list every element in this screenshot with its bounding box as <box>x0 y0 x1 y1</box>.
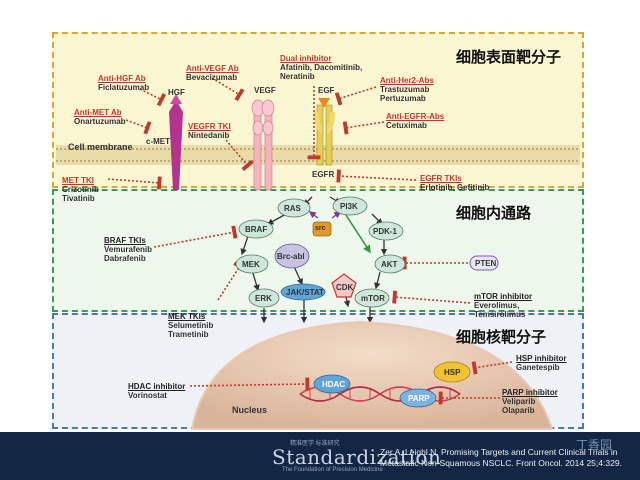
dual-inhibitor-label: Dual inhibitor Afatinib, Dacomitinib, Ne… <box>280 54 363 81</box>
pathway-section-title: 细胞内通路 <box>456 204 532 222</box>
node-ras-shape <box>277 198 311 218</box>
anti-met-label: Anti-MET Ab Onartuzumab <box>74 108 126 126</box>
hgf-label: HGF <box>168 88 185 97</box>
node-parp-shape <box>399 388 437 408</box>
node-src: src <box>315 225 326 232</box>
node-hsp-shape <box>433 361 471 383</box>
node-pdk1: PDK-1 <box>373 227 398 236</box>
hdac-inhibitor-label: HDAC inhibitor Vorinostat <box>128 382 186 400</box>
node-src-shape <box>312 221 332 237</box>
node-hdac: HDAC <box>322 380 346 389</box>
braf-tki-label: BRAF TKIs Vemurafenib Dabrafenib <box>104 236 153 263</box>
mtor-inhibitor-label: mTOR inhibitor Everolimus, Temsirolimus <box>474 292 533 319</box>
node-cdk-shape <box>331 273 357 298</box>
anti-vegf-label: Anti-VEGF Ab Bevacizumab <box>186 64 239 82</box>
logo-subtitle: The Foundation of Precision Medicine <box>282 467 383 473</box>
node-braf: BRAF <box>245 225 268 234</box>
node-jakstat: JAK/STAT <box>286 288 324 297</box>
anti-egfr-label: Anti-EGFR-Abs Cetuximab <box>386 112 445 130</box>
vegf-label: VEGF <box>254 86 276 95</box>
node-braf-shape <box>238 219 274 239</box>
anti-her2-label: Anti-Her2-Abs Trastuzumab Pertuzumab <box>380 76 434 103</box>
node-pi3k: PI3K <box>340 202 358 211</box>
nucleus-label: Nucleus <box>232 405 268 415</box>
pathway-diagram <box>56 77 580 430</box>
node-mtor: mTOR <box>361 294 385 303</box>
citation: Zer A, Leighl N. Promising Targets and C… <box>380 447 622 468</box>
node-pi3k-shape <box>332 196 368 216</box>
node-pten: PTEN <box>475 259 497 268</box>
vegfr-tki-label: VEGFR TKI Nintedanib <box>188 122 231 140</box>
node-akt-shape <box>374 254 406 274</box>
cell-membrane-label: Cell membrane <box>68 142 133 152</box>
node-brcabl: Brc-abl <box>277 252 305 261</box>
footer-bar <box>0 432 640 480</box>
node-erk: ERK <box>255 294 272 303</box>
nucleus-section-title: 细胞核靶分子 <box>456 328 547 346</box>
surface-section-title: 细胞表面靶分子 <box>456 48 562 66</box>
egf-label: EGF <box>318 86 335 95</box>
node-mtor-shape <box>354 288 390 308</box>
parp-inhibitor-label: PARP inhibitor Veliparib Olaparib <box>502 388 558 415</box>
node-hdac-shape <box>313 374 351 394</box>
node-cdk: CDK <box>336 283 354 292</box>
c-met-receptor <box>169 94 183 190</box>
egfr-label: EGFR <box>312 170 335 179</box>
egf-ligand-icon <box>318 98 330 108</box>
node-mek: MEK <box>242 260 260 269</box>
standardization-logo: Standardization <box>272 445 442 469</box>
egfr-tki-label: EGFR TKIs Erlotinib, Gefitinib <box>420 174 490 192</box>
node-parp: PARP <box>408 394 430 403</box>
node-mek-shape <box>235 254 269 274</box>
node-akt: AKT <box>381 260 398 269</box>
hsp-inhibitor-label: HSP inhibitor Ganetespib <box>516 354 567 372</box>
anti-hgf-label: Anti-HGF Ab Ficlatuzumab <box>98 74 150 92</box>
logo-tagline: 精准医学 标准研究 <box>290 441 340 447</box>
vegfr-receptor <box>251 99 275 191</box>
mek-tki-label: MEK TKIs Selumetinib Trametinib <box>168 312 214 339</box>
node-brcabl-shape <box>274 243 310 269</box>
c-met-label: c-MET <box>146 137 170 146</box>
node-pdk1-shape <box>368 221 404 241</box>
node-ras: RAS <box>284 204 301 213</box>
node-hsp: HSP <box>444 368 461 377</box>
egfr-receptor <box>314 98 335 166</box>
nucleus-dome <box>190 320 554 430</box>
node-jakstat-shape <box>280 283 326 301</box>
node-erk-shape <box>248 288 280 308</box>
node-pten-shape <box>469 255 499 271</box>
watermark: 丁香园 <box>576 438 613 452</box>
met-tki-label: MET TKI Crizotinib Tivatinib <box>62 176 99 203</box>
